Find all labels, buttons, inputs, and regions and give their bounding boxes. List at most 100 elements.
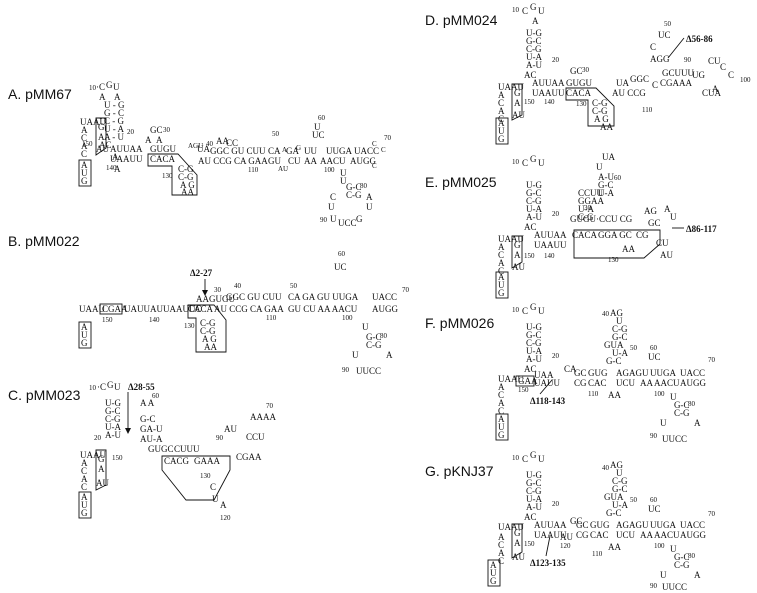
nt: CUUU: [174, 444, 200, 454]
nt: U: [616, 316, 623, 326]
num: 40: [602, 464, 610, 472]
nt: CACG: [164, 456, 190, 466]
nt: CGAA: [102, 304, 128, 314]
nt: G: [490, 576, 497, 586]
nt: GGC: [630, 74, 649, 84]
nt: U: [81, 500, 88, 510]
nt: C-G: [526, 338, 542, 348]
nt: U-G: [105, 398, 121, 408]
nt: UCU: [616, 530, 636, 540]
nt: UACC: [680, 368, 705, 378]
num: 50: [290, 282, 298, 290]
nt: C-G: [592, 106, 608, 116]
boxed-region: [515, 375, 535, 387]
nt: AUGG: [350, 156, 376, 166]
nt: AA: [640, 378, 653, 388]
num: 140: [106, 164, 117, 172]
nt: AU: [512, 262, 525, 272]
num: 110: [588, 390, 599, 398]
nt: CG: [636, 230, 649, 240]
nt: AU: [512, 110, 525, 120]
nt: GUGC: [148, 444, 174, 454]
num: 80: [688, 552, 696, 560]
nt: U-A: [526, 204, 542, 214]
nt: AA: [204, 342, 217, 352]
nt: GU: [268, 156, 281, 166]
nt: G-C: [612, 484, 628, 494]
nt: G: [98, 454, 105, 464]
nt: GUGU: [570, 214, 596, 224]
num: 10: [512, 6, 520, 14]
nt: UAAU: [79, 304, 105, 314]
num: 60: [614, 174, 622, 182]
nt: U - A: [104, 124, 125, 134]
num: 80: [380, 332, 388, 340]
nt: U-G: [526, 470, 542, 480]
nt: A: [498, 242, 505, 252]
num: 100: [654, 390, 665, 398]
nt: AG: [644, 206, 657, 216]
num: 110: [642, 106, 653, 114]
num: 80: [688, 400, 696, 408]
num: 50: [664, 20, 672, 28]
panel-g: G. pKNJ37 Δ123-135 10 C G U U-G G-C C-G …: [425, 450, 716, 592]
nt: U: [362, 322, 369, 332]
nt: CU: [656, 238, 669, 248]
start-codon-box: [495, 271, 509, 299]
nt: A: [694, 570, 701, 580]
nt: U: [596, 162, 603, 172]
num: 130: [576, 100, 587, 108]
deletion-label-f: Δ118-143: [530, 396, 566, 406]
num: 70: [708, 510, 716, 518]
nt: A-U: [526, 502, 542, 512]
nt: C: [81, 482, 87, 492]
nt: C: [702, 88, 708, 98]
num: 20: [127, 128, 135, 136]
nt: GA-U: [140, 424, 163, 434]
num: 100: [342, 314, 353, 322]
nt: A: [98, 464, 105, 474]
nt: AGG: [650, 54, 670, 64]
nt: AU CCG: [612, 88, 646, 98]
nt: A: [514, 538, 521, 548]
nt: A G: [180, 180, 195, 190]
nt: A: [220, 500, 227, 510]
nt: G: [498, 430, 505, 440]
nt: AA: [304, 156, 317, 166]
nt: AA: [608, 542, 621, 552]
nt: GC: [570, 516, 583, 526]
nt: CA: [564, 364, 577, 374]
nt: U: [352, 350, 359, 360]
num: 60: [650, 344, 658, 352]
nt: A-U: [526, 354, 542, 364]
nt: A: [514, 98, 521, 108]
nt: A: [498, 414, 505, 424]
num: 140: [544, 252, 555, 260]
nt: GC: [570, 66, 583, 76]
panel-b-label: B. pMM022: [8, 233, 80, 249]
nt: G: [530, 302, 537, 312]
nt: A-U: [526, 60, 542, 70]
num: 20: [552, 352, 560, 360]
nt: AC: [524, 222, 537, 232]
num: 130: [200, 472, 211, 480]
nt: A-U: [598, 172, 614, 182]
nt: A: [498, 272, 505, 282]
num: 10: [89, 384, 97, 392]
nt: A - U: [104, 132, 125, 142]
nt: U - G: [104, 100, 125, 110]
nt: G: [81, 508, 88, 518]
nt: U-A: [526, 494, 542, 504]
num: 50: [272, 130, 280, 138]
nt: U: [366, 202, 373, 212]
nt: G: [514, 88, 521, 98]
nt: A: [81, 474, 88, 484]
start-codon-u: U: [81, 168, 88, 178]
nt: GC: [576, 520, 589, 530]
nt: C-G: [578, 212, 594, 222]
nt: G: [530, 154, 537, 164]
num: 90: [650, 432, 658, 440]
nt: UCU: [616, 378, 636, 388]
nt: UG: [692, 70, 705, 80]
nt: U: [314, 122, 321, 132]
